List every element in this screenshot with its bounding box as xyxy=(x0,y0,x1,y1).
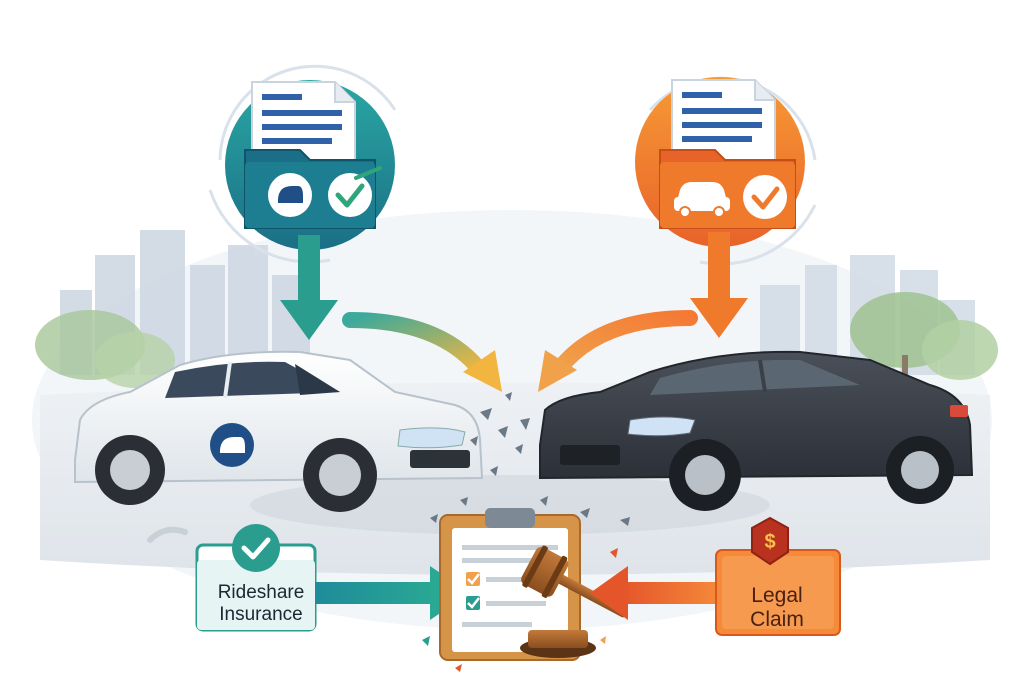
teal-down-arrow xyxy=(280,235,338,340)
car-icon xyxy=(674,182,730,218)
orange-down-arrow xyxy=(690,232,748,338)
rideshare-document-folder xyxy=(225,80,395,250)
confetti-decoration xyxy=(422,548,618,672)
curved-arrow-left xyxy=(342,312,502,392)
rideshare-insurance-card xyxy=(147,524,317,632)
dollar-shield-icon xyxy=(751,516,789,566)
rideshare-label-line2: Insurance xyxy=(219,603,303,625)
check-icon xyxy=(328,173,372,217)
orange-left-arrow xyxy=(590,566,720,620)
dark-car xyxy=(539,350,974,511)
white-rideshare-car xyxy=(74,350,484,512)
rideshare-label-line1: Rideshare xyxy=(217,582,305,603)
crash-debris xyxy=(430,392,630,526)
trees-left xyxy=(35,310,175,388)
legal-document-folder xyxy=(635,77,805,247)
document-icon xyxy=(671,79,776,171)
curved-arrow-right xyxy=(538,310,698,392)
handshake-outline-icon xyxy=(147,526,188,543)
check-icon xyxy=(743,175,787,219)
legal-claim-card: $ xyxy=(715,516,841,636)
svg-text:$: $ xyxy=(764,531,775,553)
rideshare-insurance-label: Rideshare Insurance xyxy=(206,582,316,626)
trees-right xyxy=(850,292,998,385)
legal-label-line2: Claim xyxy=(750,608,804,632)
legal-claim-label: Legal Claim xyxy=(722,584,832,632)
checkmark-badge-icon xyxy=(232,524,280,572)
legal-label-line1: Legal xyxy=(751,584,803,607)
